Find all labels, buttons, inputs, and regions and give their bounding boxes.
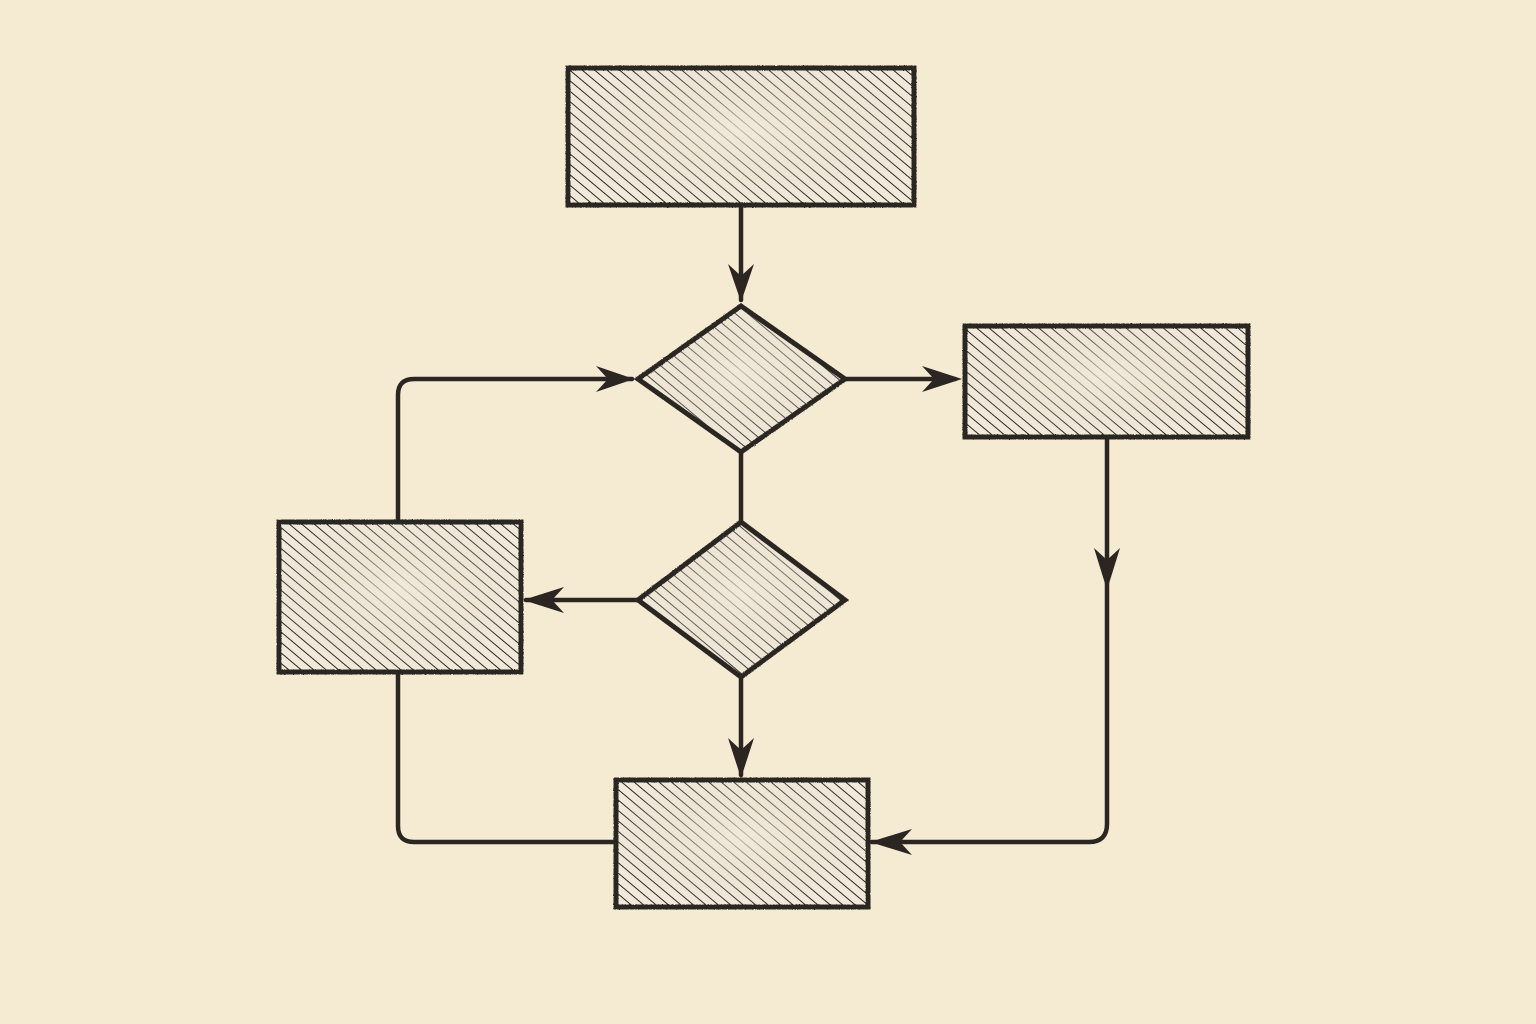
arrowhead-down-on-right-connector [1094, 548, 1120, 590]
connector-process-left-to-end [395, 669, 619, 845]
end-box [613, 777, 871, 910]
decision-diamond-1 [633, 302, 850, 456]
start-box [565, 65, 917, 208]
process-right-box [962, 323, 1251, 440]
connector-process-right-to-end [869, 434, 1110, 845]
arrowhead-left-to-process-left [523, 587, 564, 613]
connector-process-left-to-decision-1 [395, 376, 635, 525]
decision-diamond-2 [633, 518, 850, 681]
arrowhead-left-to-end [870, 829, 912, 855]
arrowhead-right-to-process-right [922, 366, 962, 392]
process-left-box [276, 519, 524, 675]
arrowhead-down-to-end [728, 738, 754, 778]
arrowhead-right-to-decision-1 [596, 366, 634, 392]
arrowhead-down-to-decision-1 [728, 264, 754, 302]
